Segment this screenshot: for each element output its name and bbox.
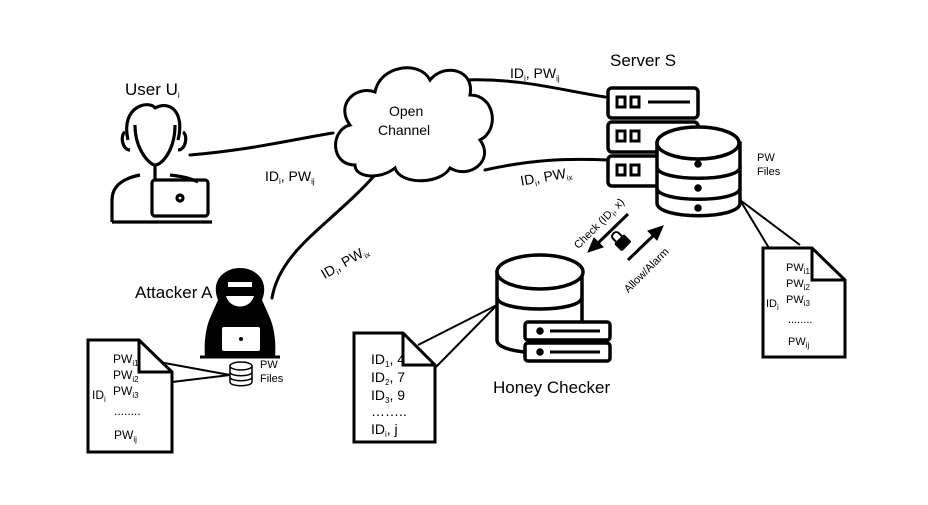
server-file-last-row: PWij: [788, 336, 810, 350]
user-label: User Ui: [125, 80, 180, 100]
honey-checker-label: Honey Checker: [493, 378, 611, 397]
honey-file-dots: ……..: [371, 403, 407, 419]
server-file-dots: ........: [788, 314, 813, 326]
user-icon: [110, 103, 212, 224]
attacker-label: Attacker A: [135, 283, 213, 302]
honey-file-row: ID3, 9: [371, 387, 406, 405]
edge-label-user-cloud: IDi, PWij: [265, 168, 315, 186]
server-icon: [606, 86, 700, 188]
attacker-database-icon: [229, 361, 253, 387]
edge-cloud-server-top: [463, 78, 607, 99]
lock-icon: [611, 231, 631, 251]
edge-server-cloud-bottom: [483, 157, 610, 172]
honey-file-last-row: IDi, j: [371, 421, 398, 439]
cloud-label-line2: Channel: [378, 122, 431, 138]
attacker-icon: [200, 268, 280, 359]
server-database-icon: [655, 125, 742, 218]
honey-file-callout: [417, 304, 498, 369]
open-channel-cloud-icon: [334, 66, 494, 183]
server-file-row: PWi3: [786, 294, 810, 308]
attacker-pw-files-label-line1: PW: [260, 359, 278, 371]
attacker-file-dots: ........: [114, 404, 141, 418]
cloud-label-line1: Open: [389, 103, 424, 119]
edge-label-cloud-server-top: IDi, PWij: [510, 65, 560, 83]
edge-attacker-cloud: [270, 173, 377, 300]
edge-user-cloud: [188, 131, 335, 157]
server-file-row: PWi1: [786, 262, 810, 276]
attacker-file-id: IDi: [92, 388, 106, 404]
attacker-file-row: PWi1: [113, 352, 139, 368]
honey-file-row: ID2, 7: [371, 369, 406, 387]
attacker-pw-file-icon: [86, 338, 174, 454]
attacker-file-row: PWi2: [113, 368, 139, 384]
honey-file-icon: [352, 331, 437, 444]
check-arrow: [587, 212, 630, 253]
server-pw-files-label-line2: Files: [757, 166, 781, 178]
attacker-file-row: PWi3: [113, 384, 139, 400]
server-label: Server S: [610, 51, 677, 70]
server-pw-files-label-line1: PW: [757, 152, 775, 164]
honey-checker-database-icon: [495, 253, 612, 363]
honey-file-row: ID1, 4: [371, 351, 406, 369]
allow-alarm-arrow: [626, 225, 664, 262]
server-pw-file-icon: [761, 246, 847, 359]
attacker-pw-files-label-line2: Files: [260, 373, 284, 385]
user-name: User U: [125, 80, 178, 99]
user-subscript: i: [177, 91, 180, 100]
server-file-id: IDi: [766, 298, 779, 312]
attacker-file-last-row: PWij: [114, 428, 137, 444]
server-file-row: PWi2: [786, 278, 810, 292]
